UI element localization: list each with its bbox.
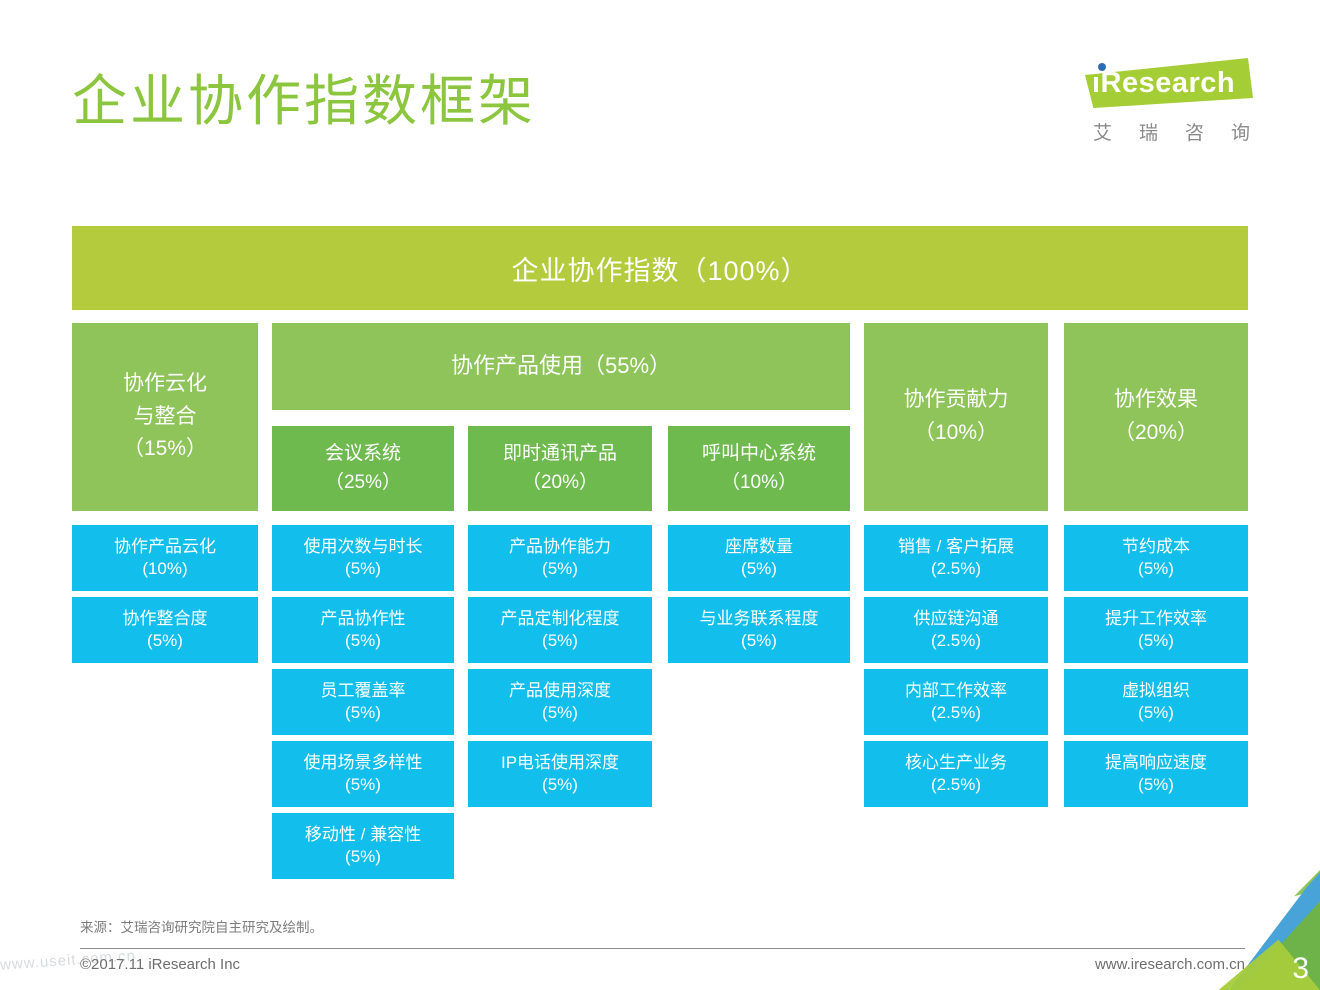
corner-decoration: 3	[1190, 870, 1320, 990]
metric-column-im: 产品协作能力 (5%) 产品定制化程度 (5%) 产品使用深度 (5%) IP电…	[468, 525, 652, 807]
metric-label: 使用次数与时长	[303, 536, 423, 556]
footer-divider	[80, 948, 1245, 949]
metric-block: 提升工作效率 (5%)	[1064, 597, 1248, 663]
logo-i-dot-icon	[1098, 63, 1106, 71]
metric-label: 座席数量	[725, 536, 793, 556]
metric-block: 核心生产业务 (2.5%)	[864, 741, 1048, 807]
metric-label: 销售 / 客户拓展	[897, 536, 1015, 556]
iresearch-logo: iResearch 艾瑞咨询	[1085, 58, 1255, 145]
metric-weight: (2.5%)	[930, 631, 982, 650]
metric-block: 节约成本 (5%)	[1064, 525, 1248, 591]
metric-label: 虚拟组织	[1122, 680, 1190, 700]
metric-weight: (2.5%)	[930, 775, 982, 794]
metric-block: 销售 / 客户拓展 (2.5%)	[864, 525, 1048, 591]
metric-block: 协作整合度 (5%)	[72, 597, 258, 663]
metric-weight: (5%)	[741, 559, 777, 578]
metric-block: 使用场景多样性 (5%)	[272, 741, 454, 807]
metric-label: 员工覆盖率	[320, 680, 406, 700]
metric-block: 座席数量 (5%)	[668, 525, 850, 591]
metric-block: 产品协作能力 (5%)	[468, 525, 652, 591]
metric-weight: (5%)	[542, 703, 578, 722]
page-title: 企业协作指数框架	[72, 70, 537, 132]
metric-weight: (5%)	[1138, 775, 1174, 794]
metric-label: 使用场景多样性	[303, 752, 423, 772]
sub-header-meeting-system: 会议系统 （25%）	[272, 426, 454, 511]
metric-block: 协作产品云化 (10%)	[72, 525, 258, 591]
metric-label: 协作产品云化	[114, 536, 216, 556]
metric-block: 员工覆盖率 (5%)	[272, 669, 454, 735]
metric-weight: (5%)	[542, 559, 578, 578]
root-index-node: 企业协作指数（100%）	[72, 226, 1248, 310]
source-note: 来源：艾瑞咨询研究院自主研究及绘制。	[80, 920, 323, 935]
metric-label: 产品定制化程度	[500, 608, 620, 628]
metric-weight: (5%)	[1138, 559, 1174, 578]
metric-block: IP电话使用深度 (5%)	[468, 741, 652, 807]
metric-column-meeting: 使用次数与时长 (5%) 产品协作性 (5%) 员工覆盖率 (5%) 使用场景多…	[272, 525, 454, 879]
metric-weight: (5%)	[741, 631, 777, 650]
footer-website-link[interactable]: www.iresearch.com.cn	[1094, 956, 1245, 973]
metric-label: 内部工作效率	[905, 680, 1007, 700]
metric-block: 供应链沟通 (2.5%)	[864, 597, 1048, 663]
metric-label: 产品使用深度	[509, 680, 611, 700]
metric-label: 供应链沟通	[913, 608, 999, 628]
metric-label: 移动性 / 兼容性	[304, 824, 422, 844]
metric-column-effect: 节约成本 (5%) 提升工作效率 (5%) 虚拟组织 (5%) 提高响应速度 (…	[1064, 525, 1248, 807]
footer-copyright: ©2017.11 iResearch Inc	[80, 956, 241, 973]
metric-label: 提升工作效率	[1105, 608, 1207, 628]
group-header-product-usage: 协作产品使用（55%）	[272, 323, 850, 410]
metric-column-callcenter: 座席数量 (5%) 与业务联系程度 (5%)	[668, 525, 850, 663]
metric-weight: (5%)	[542, 775, 578, 794]
page-number: 3	[1292, 952, 1309, 985]
metric-weight: (5%)	[542, 631, 578, 650]
metric-weight: (5%)	[147, 631, 183, 650]
metric-weight: (5%)	[345, 847, 381, 866]
metric-weight: (2.5%)	[930, 703, 982, 722]
metric-weight: (5%)	[1138, 631, 1174, 650]
metric-block: 虚拟组织 (5%)	[1064, 669, 1248, 735]
metric-block: 产品使用深度 (5%)	[468, 669, 652, 735]
metric-block: 提高响应速度 (5%)	[1064, 741, 1248, 807]
metric-label: 节约成本	[1122, 536, 1190, 556]
group-header-contribution: 协作贡献力 （10%）	[864, 323, 1048, 511]
metric-column-contribution: 销售 / 客户拓展 (2.5%) 供应链沟通 (2.5%) 内部工作效率 (2.…	[864, 525, 1048, 807]
group-header-cloud: 协作云化 与整合 （15%）	[72, 323, 258, 511]
metric-weight: (5%)	[345, 559, 381, 578]
metric-label: 产品协作性	[320, 608, 406, 628]
metric-block: 产品协作性 (5%)	[272, 597, 454, 663]
metric-label: IP电话使用深度	[500, 752, 620, 772]
metric-weight: (5%)	[345, 631, 381, 650]
metric-label: 核心生产业务	[905, 752, 1007, 772]
sub-header-im-product: 即时通讯产品 （20%）	[468, 426, 652, 511]
metric-block: 移动性 / 兼容性 (5%)	[272, 813, 454, 879]
metric-label: 与业务联系程度	[699, 608, 819, 628]
sub-header-call-center: 呼叫中心系统 （10%）	[668, 426, 850, 511]
logo-brand-text: iResearch	[1092, 66, 1236, 99]
metric-weight: (5%)	[345, 703, 381, 722]
metric-label: 协作整合度	[122, 608, 208, 628]
metric-weight: (2.5%)	[930, 559, 982, 578]
metric-weight: (5%)	[345, 775, 381, 794]
metric-block: 产品定制化程度 (5%)	[468, 597, 652, 663]
metric-label: 产品协作能力	[509, 536, 611, 556]
metric-block: 与业务联系程度 (5%)	[668, 597, 850, 663]
group-header-effect: 协作效果 （20%）	[1064, 323, 1248, 511]
logo-banner-shape: iResearch	[1085, 58, 1253, 108]
metric-block: 内部工作效率 (2.5%)	[864, 669, 1048, 735]
metric-weight: (5%)	[1138, 703, 1174, 722]
metric-block: 使用次数与时长 (5%)	[272, 525, 454, 591]
metric-column-cloud: 协作产品云化 (10%) 协作整合度 (5%)	[72, 525, 258, 663]
logo-caption: 艾瑞咨询	[1093, 123, 1278, 144]
metric-weight: (10%)	[142, 559, 188, 578]
metric-label: 提高响应速度	[1105, 752, 1207, 772]
